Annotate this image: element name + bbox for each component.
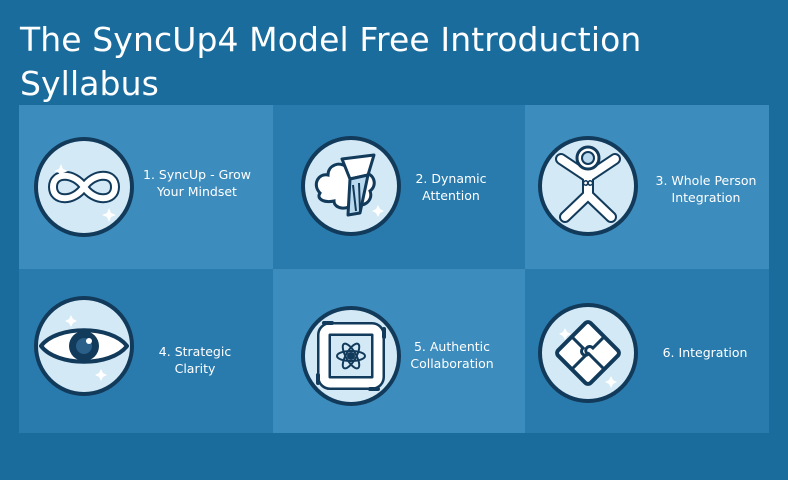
module-tile-whole-person[interactable]: 3. Whole Person Integration bbox=[525, 105, 769, 269]
puzzle-icon bbox=[535, 300, 641, 406]
module-tile-authentic-collaboration[interactable]: 5. Authentic Collaboration bbox=[273, 269, 525, 433]
module-tile-dynamic-attention[interactable]: 2. Dynamic Attention bbox=[273, 105, 525, 269]
page-title: The SyncUp4 Model Free Introduction Syll… bbox=[20, 20, 642, 103]
eye-icon bbox=[31, 293, 137, 399]
module-label: 2. Dynamic Attention bbox=[415, 171, 487, 203]
joined-hands-icon bbox=[298, 303, 404, 409]
syllabus-grid: 1. SyncUp - Grow Your Mindset 2. Dynamic… bbox=[19, 105, 769, 433]
module-tile-integration[interactable]: 6. Integration bbox=[525, 269, 769, 433]
infinity-icon bbox=[31, 134, 137, 240]
module-label: 6. Integration bbox=[662, 345, 748, 360]
module-label: 3. Whole Person Integration bbox=[655, 173, 757, 205]
module-tile-strategic-clarity[interactable]: 4. Strategic Clarity bbox=[19, 269, 273, 433]
module-label: 4. Strategic Clarity bbox=[158, 344, 232, 376]
module-label: 1. SyncUp - Grow Your Mindset bbox=[143, 167, 251, 199]
module-tile-syncup[interactable]: 1. SyncUp - Grow Your Mindset bbox=[19, 105, 273, 269]
astronaut-person-icon bbox=[535, 133, 641, 239]
brain-spotlight-icon bbox=[298, 133, 404, 239]
module-label: 5. Authentic Collaboration bbox=[410, 339, 494, 371]
